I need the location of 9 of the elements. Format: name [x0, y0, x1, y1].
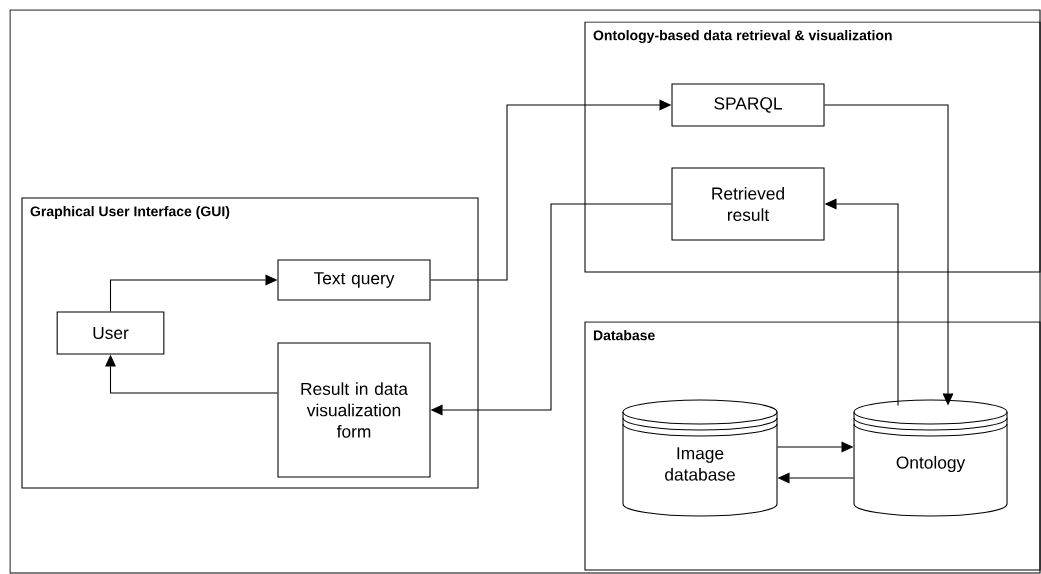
process-box: Text query [277, 259, 431, 301]
node-label: Ontology [896, 455, 966, 473]
database-cylinder: Image database [622, 399, 778, 517]
process-box: Retrieved result [671, 167, 825, 241]
process-box: User [56, 311, 165, 355]
database-cylinder: Ontology [853, 399, 1008, 517]
node-label: Image database [665, 447, 735, 481]
process-box: Result in data visualization form [277, 342, 431, 478]
process-box: SPARQL [671, 83, 825, 127]
